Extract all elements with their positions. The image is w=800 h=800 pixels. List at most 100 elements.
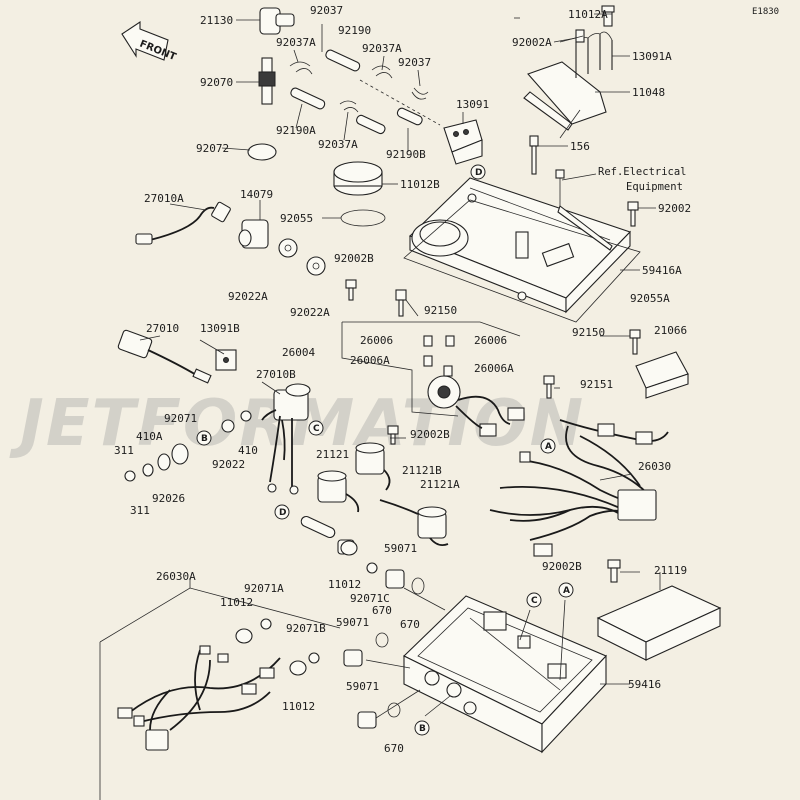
svg-text:21119: 21119 [654,564,687,577]
svg-text:92055: 92055 [280,212,313,225]
svg-text:311: 311 [114,444,134,457]
harness-26030A-box [99,578,341,800]
svg-text:27010B: 27010B [256,368,296,381]
harness-26030 [489,419,669,557]
svg-text:26030: 26030 [638,460,671,473]
svg-text:11012: 11012 [282,700,315,713]
svg-text:59416: 59416 [628,678,661,691]
ignition-coil-21121A [379,499,449,547]
svg-text:59071: 59071 [336,616,369,629]
svg-text:92002B: 92002B [334,252,374,265]
bolt-92002B-upper [345,279,357,301]
svg-text:92072: 92072 [196,142,229,155]
svg-text:92037A: 92037A [276,36,316,49]
ignition-coil-21121 [317,470,360,513]
svg-text:21130: 21130 [200,14,233,27]
svg-text:59071: 59071 [346,680,379,693]
svg-text:92071A: 92071A [244,582,284,595]
leader-lines [139,17,640,573]
cdi-unit-21119 [596,585,722,661]
svg-text:11012: 11012 [328,578,361,591]
regulator-26004 [341,321,525,437]
relay-21066 [635,351,689,399]
bolt-92002B-mid [387,425,399,445]
part-labels: 21130 92037 92190 92037A 92037A 92070 92… [114,4,691,755]
sensor-27010A [135,201,231,245]
bolt-92002 [627,201,656,227]
svg-text:92071B: 92071B [286,622,326,635]
cap-11012B [333,161,398,196]
svg-text:26004: 26004 [282,346,315,359]
front-arrow: FRONT [121,20,178,63]
svg-text:26030A: 26030A [156,570,196,583]
spacers-92190 [289,49,441,135]
svg-text:92071C: 92071C [350,592,390,605]
svg-text:13091A: 13091A [632,50,672,63]
fitting-59071-mid [343,632,389,667]
leader-lines-lower [365,572,661,719]
svg-text:27010A: 27010A [144,192,184,205]
washers-92071-410 [124,410,252,482]
electrical-case-59416 [403,595,607,754]
svg-text:311: 311 [130,504,150,517]
svg-text:21121: 21121 [316,448,349,461]
sensor-27010 [117,329,212,384]
spark-plug-cap-21130 [236,7,295,35]
svg-text:92190A: 92190A [276,124,316,137]
svg-text:21121B: 21121B [402,464,442,477]
sensor-27010B [261,383,311,495]
svg-text:92002B: 92002B [410,428,450,441]
o-ring-92055 [322,209,386,227]
callout-B-lower: B [419,724,426,734]
svg-text:92037A: 92037A [362,42,402,55]
bolt-156 [529,135,568,175]
svg-text:27010: 27010 [146,322,179,335]
svg-text:156: 156 [570,140,590,153]
block-13091B [215,349,237,371]
callout-B-left: B [201,434,208,444]
electrical-box-cover [409,177,632,314]
diagram-code: E1830 [752,7,779,17]
svg-text:14079: 14079 [240,188,273,201]
callouts [196,164,574,736]
spark-plug-92070 [236,57,276,105]
svg-text:670: 670 [400,618,420,631]
svg-text:26006A: 26006A [350,354,390,367]
callout-A-lower: A [563,586,570,596]
callout-D-left: D [279,508,286,518]
svg-text:92037: 92037 [310,4,343,17]
bolt-92150-upper [395,289,407,317]
svg-text:92151: 92151 [580,378,613,391]
svg-text:21121A: 21121A [420,478,460,491]
svg-text:92037A: 92037A [318,138,358,151]
callout-C-mid: C [313,424,320,434]
svg-text:92022: 92022 [212,458,245,471]
svg-text:670: 670 [372,604,392,617]
svg-text:670: 670 [384,742,404,755]
clamp-92072 [221,143,277,161]
svg-text:26006: 26006 [474,334,507,347]
svg-text:11012: 11012 [220,596,253,609]
svg-text:410: 410 [238,444,258,457]
bracket-13091A-11048 [523,5,630,139]
svg-text:410A: 410A [136,430,163,443]
ref-note-line2: Equipment [626,181,683,193]
gasket-59416A [403,199,641,323]
svg-text:92037: 92037 [398,56,431,69]
svg-text:92022A: 92022A [228,290,268,303]
svg-text:92071: 92071 [164,412,197,425]
ref-note-line1: Ref.Electrical [598,166,687,178]
switch-14079 [238,200,326,276]
bolt-92150-right [629,329,641,355]
svg-text:26006: 26006 [360,334,393,347]
svg-text:92002A: 92002A [512,36,552,49]
svg-text:92150: 92150 [424,304,457,317]
svg-text:92070: 92070 [200,76,233,89]
callout-D-top: D [475,168,482,178]
fitting-59071-top [366,562,425,595]
svg-text:92190: 92190 [338,24,371,37]
svg-text:92002B: 92002B [542,560,582,573]
svg-text:13091B: 13091B [200,322,240,335]
svg-text:59416A: 59416A [642,264,682,277]
